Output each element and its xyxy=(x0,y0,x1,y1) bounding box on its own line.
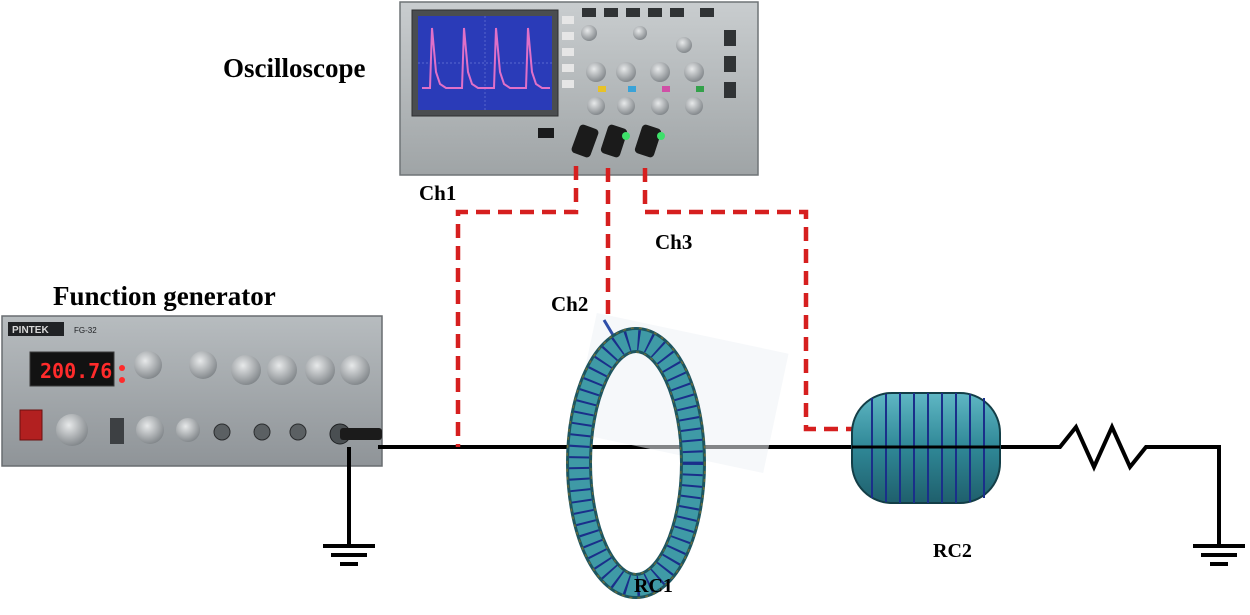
generator-model: FG-32 xyxy=(74,326,97,335)
rc1-label: RC1 xyxy=(634,575,673,597)
generator-frequency-display: 200.76 xyxy=(40,359,112,383)
oscilloscope-device xyxy=(399,1,759,176)
ch1-lead xyxy=(455,166,579,447)
oscilloscope-label: Oscilloscope xyxy=(223,53,366,83)
function-generator-device: PINTEK FG-32 200.76 xyxy=(1,315,383,467)
ch3-lead xyxy=(642,168,858,432)
ground-icon-left xyxy=(323,544,375,566)
rc1-coil xyxy=(566,312,789,599)
resistor-symbol xyxy=(1048,422,1158,472)
probe-leads xyxy=(455,166,858,447)
oscilloscope-screen xyxy=(418,16,552,110)
oscilloscope-controls xyxy=(538,8,736,138)
ch3-label: Ch3 xyxy=(655,230,693,254)
return-wire-right xyxy=(1158,445,1221,545)
function-generator-label: Function generator xyxy=(53,281,276,311)
ch1-label: Ch1 xyxy=(419,181,457,205)
ground-icon-right xyxy=(1193,544,1245,566)
generator-brand: PINTEK xyxy=(12,325,49,336)
oscilloscope-probes xyxy=(571,124,665,158)
generator-controls xyxy=(19,351,370,446)
oscilloscope-menu-buttons xyxy=(562,16,574,88)
rc2-coil xyxy=(851,392,1001,504)
ch2-label: Ch2 xyxy=(551,292,589,316)
rc2-label: RC2 xyxy=(933,540,972,562)
circuit-wires xyxy=(347,422,1221,545)
